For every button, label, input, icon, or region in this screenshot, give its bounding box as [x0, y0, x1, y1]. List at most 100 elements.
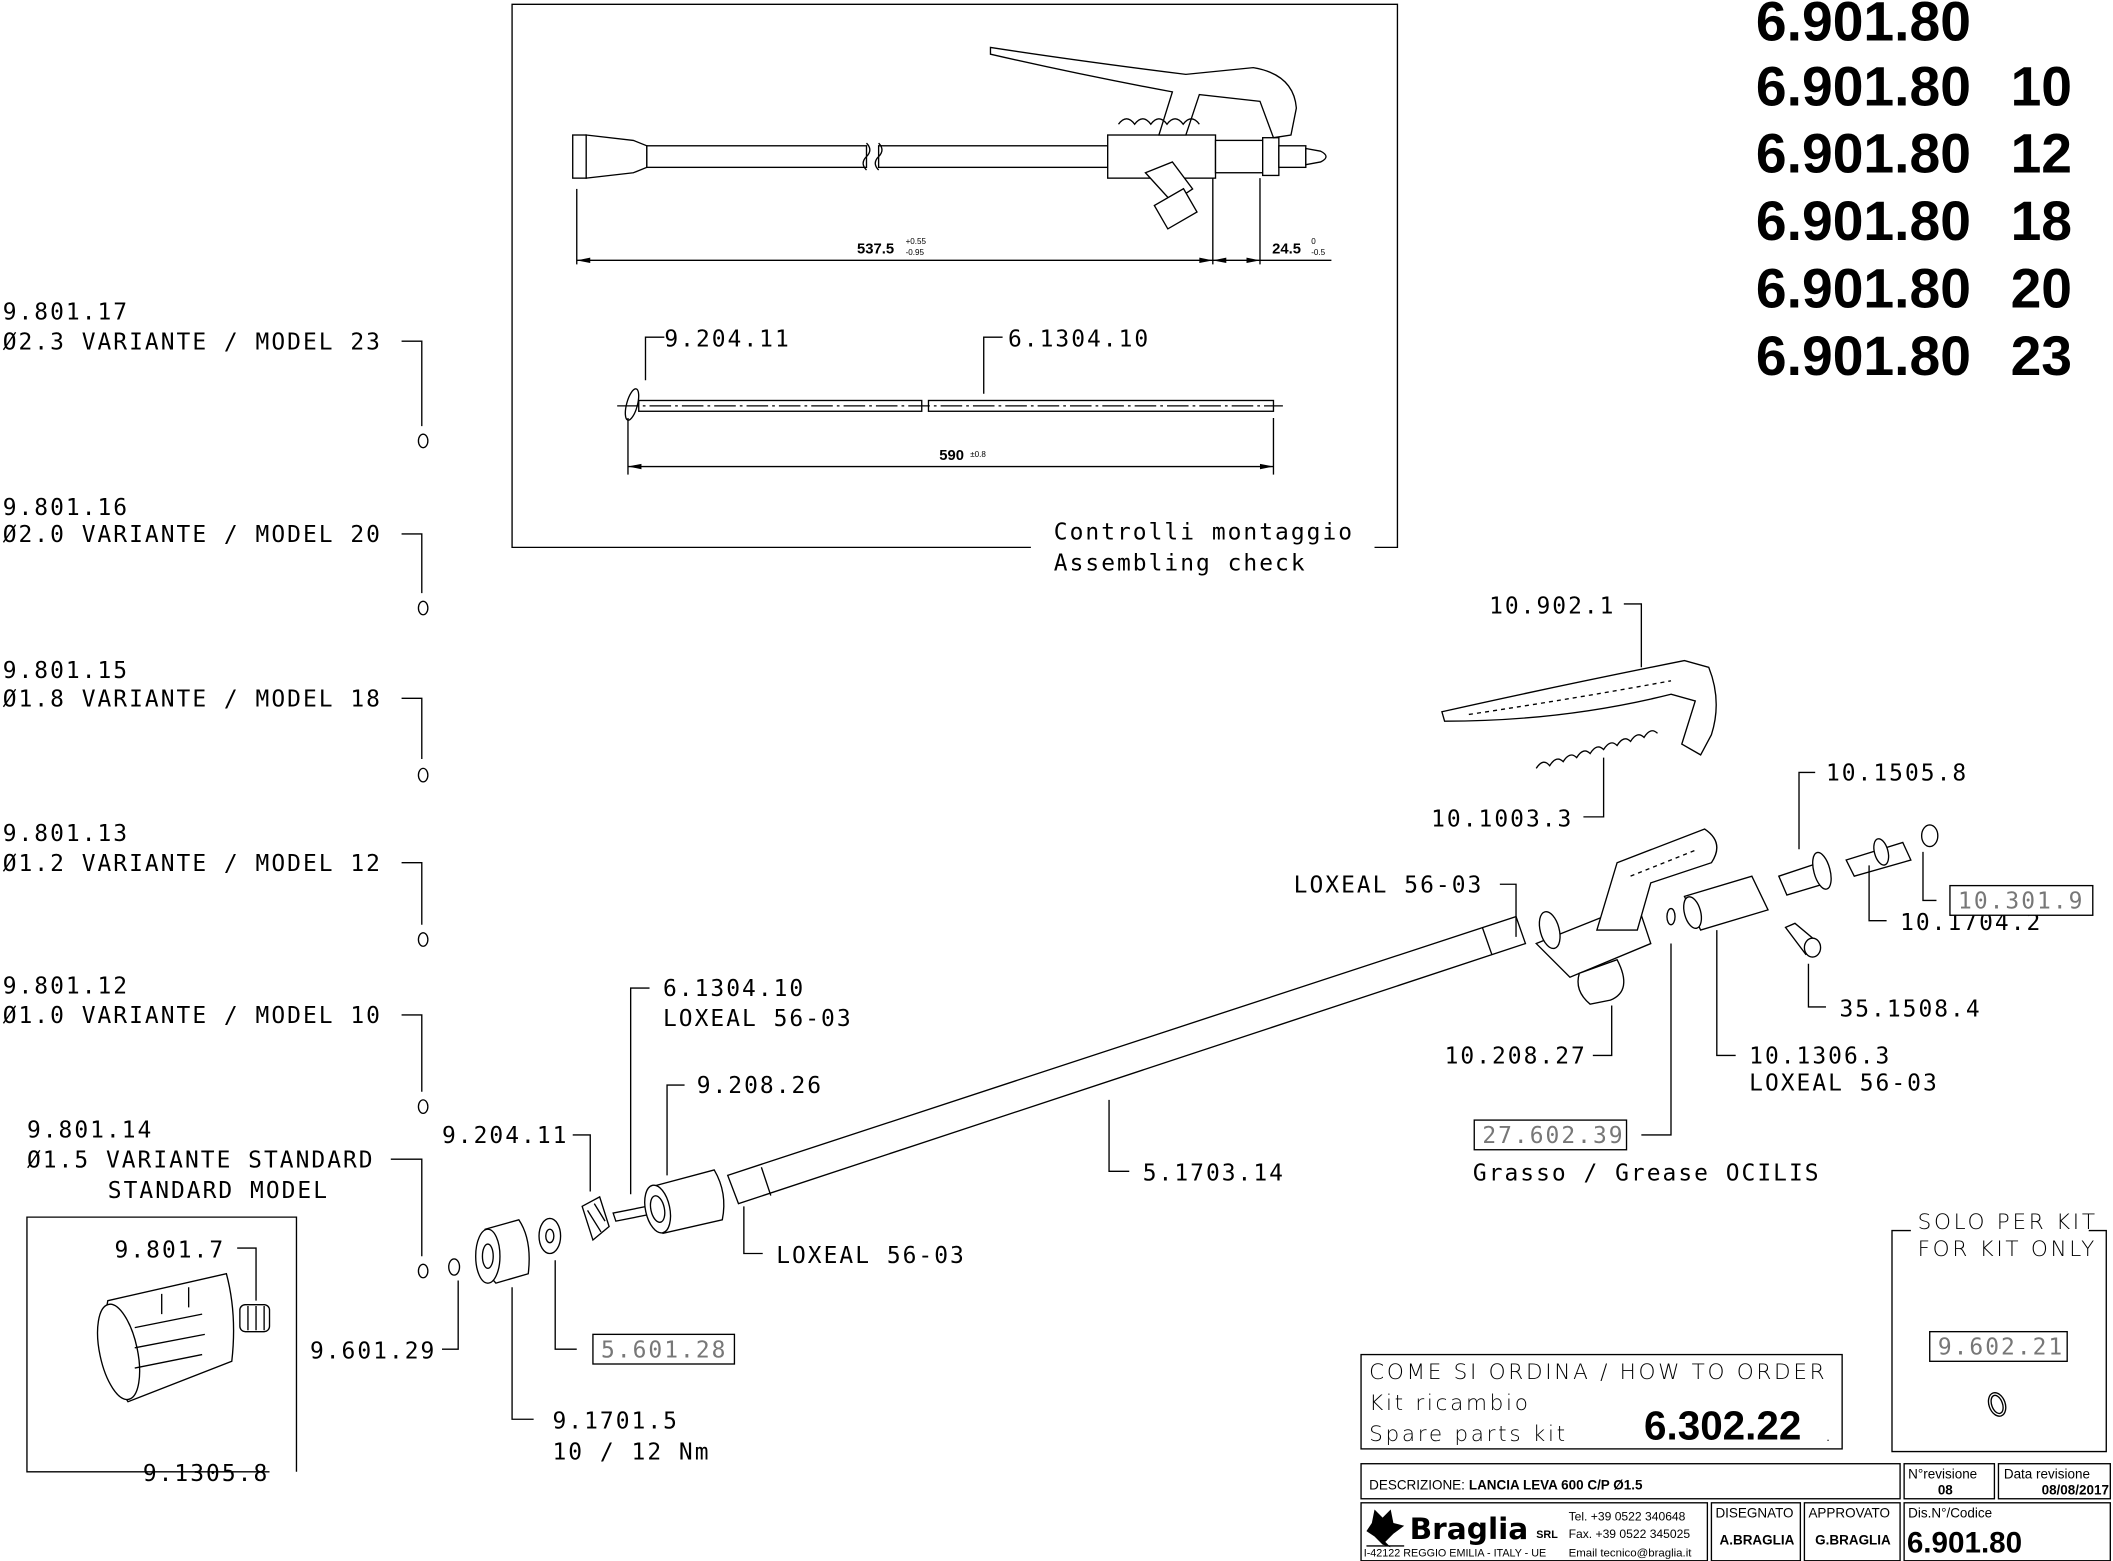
- revision-date-value: 08/08/2017: [2042, 1483, 2109, 1498]
- label-9-1701-5: 9.1701.5: [553, 1409, 679, 1435]
- how-to-order-line2: Spare parts kit: [1369, 1422, 1568, 1447]
- model-suffix: 23: [2011, 325, 2072, 387]
- variant-code: 9.801.17: [3, 300, 129, 326]
- variant-desc: Ø1.2 VARIANTE / MODEL 12: [3, 851, 382, 877]
- company-address: I-42122 REGGIO EMILIA - ITALY - UE: [1364, 1548, 1546, 1560]
- revision-date-label: Data revisione: [2004, 1467, 2090, 1482]
- variant-desc: Ø1.0 VARIANTE / MODEL 10: [3, 1003, 382, 1029]
- label-5-601-28: 5.601.28: [601, 1337, 727, 1363]
- model-code: 6.901.80: [1756, 123, 1971, 185]
- assembling-check-panel: Controlli montaggio Assembling check 537…: [511, 3, 1399, 576]
- handle-assembly: 10.902.1 10.1003.3 LOXEAL 56-03 10.208.2…: [1294, 593, 1718, 1069]
- variant-code: 9.801.15: [3, 658, 129, 684]
- label-9-208-26: 9.208.26: [697, 1073, 823, 1099]
- variant-code: 9.801.13: [3, 821, 129, 847]
- company-email: Email tecnico@braglia.it: [1569, 1548, 1693, 1560]
- company-name: Braglia: [1410, 1511, 1529, 1546]
- variant-desc2: STANDARD MODEL: [108, 1178, 329, 1204]
- nozzle-washer-icon: [417, 600, 429, 616]
- kit-only-title-2: FOR KIT ONLY: [1918, 1237, 2097, 1262]
- label-6-1304-10: 6.1304.10: [663, 976, 805, 1002]
- label-loxeal-2: LOXEAL 56-03: [776, 1243, 966, 1269]
- variant-code: 9.801.14: [27, 1118, 153, 1144]
- label-9-204-11: 9.204.11: [442, 1123, 568, 1149]
- label-9-1305-8: 9.1305.8: [143, 1461, 269, 1487]
- dim-lance-value: 537.5: [857, 242, 894, 258]
- model-code: 6.901.80: [1756, 0, 1971, 53]
- variant-desc: Ø1.5 VARIANTE STANDARD: [27, 1147, 375, 1173]
- dim-lance-tol-plus: +0.55: [906, 237, 927, 246]
- approved-by-value: G.BRAGLIA: [1815, 1533, 1891, 1548]
- kit-only-panel: SOLO PER KIT FOR KIT ONLY 9.602.21: [1891, 1210, 2107, 1453]
- assembled-lance-drawing: 537.5 +0.55 -0.95 24.5 0 -0.5: [572, 46, 1332, 265]
- how-to-order-title: COME SI ORDINA / HOW TO ORDER: [1369, 1360, 1827, 1385]
- how-to-order-panel: COME SI ORDINA / HOW TO ORDER Kit ricamb…: [1360, 1353, 1843, 1450]
- o-ring-icon: [1987, 1392, 2007, 1417]
- lance-tube: LOXEAL 56-03 5.1703.14: [726, 915, 1527, 1269]
- label-grease: Grasso / Grease OCILIS: [1473, 1161, 1821, 1187]
- nozzle-washer-icon: [417, 767, 429, 783]
- label-10-301-9: 10.301.9: [1958, 889, 2084, 915]
- drawing-code-label: Dis.N°/Codice: [1908, 1506, 1992, 1521]
- label-27-602-39: 27.602.39: [1482, 1123, 1624, 1149]
- label-9-601-29: 9.601.29: [310, 1339, 436, 1365]
- model-code: 6.901.80: [1756, 325, 1971, 387]
- nozzle-washer-icon: [417, 1099, 429, 1115]
- variant-code: 9.801.12: [3, 973, 129, 999]
- nozzle-variants: 9.801.17 Ø2.3 VARIANTE / MODEL 23 9.801.…: [3, 300, 429, 1279]
- label-9-801-7: 9.801.7: [115, 1238, 226, 1264]
- dim-rod-value: 590: [939, 448, 964, 464]
- company-fax: Fax. +39 0522 345025: [1569, 1527, 1691, 1541]
- company-suffix: SRL: [1536, 1529, 1558, 1541]
- label-loxeal-1: LOXEAL 56-03: [663, 1006, 853, 1032]
- label-5-1703-14: 5.1703.14: [1143, 1161, 1285, 1187]
- assembling-check-title-it: Controlli montaggio: [1054, 519, 1354, 545]
- rod-label-rod: 6.1304.10: [1008, 327, 1150, 353]
- variant-desc: Ø2.3 VARIANTE / MODEL 23: [3, 329, 382, 355]
- label-loxeal-4: LOXEAL 56-03: [1749, 1070, 1939, 1096]
- model-code: 6.901.80: [1756, 190, 1971, 252]
- dim-tip-tol-plus: 0: [1311, 237, 1316, 246]
- nozzle-washer-icon: [417, 433, 429, 449]
- kit-only-title-1: SOLO PER KIT: [1918, 1210, 2098, 1235]
- model-code: 6.901.80: [1756, 258, 1971, 320]
- lance-front-parts: 9.601.29 9.1701.5 10 / 12 Nm 5.601.28 9.…: [310, 976, 853, 1466]
- variant-desc: Ø1.8 VARIANTE / MODEL 18: [3, 686, 382, 712]
- how-to-order-line1: Kit ricambio: [1369, 1391, 1531, 1416]
- drawn-by-value: A.BRAGLIA: [1720, 1533, 1795, 1548]
- model-code-list: 6.901.80 6.901.80 10 6.901.80 12 6.901.8…: [1756, 0, 2072, 387]
- label-10-1505-8: 10.1505.8: [1826, 760, 1968, 786]
- dim-rod-tol: ±0.8: [970, 450, 986, 459]
- model-suffix: 20: [2011, 258, 2072, 320]
- revision-label: N°revisione: [1908, 1467, 1977, 1482]
- model-code: 6.901.80: [1756, 55, 1971, 117]
- dim-tip-value: 24.5: [1272, 242, 1301, 258]
- label-loxeal-3: LOXEAL 56-03: [1294, 872, 1484, 898]
- description-value: LANCIA LEVA 600 C/P Ø1.5: [1469, 1477, 1643, 1492]
- kit-code-dot: .: [1825, 1422, 1835, 1447]
- approved-by-label: APPROVATO: [1808, 1506, 1890, 1521]
- model-suffix: 10: [2011, 55, 2072, 117]
- label-10-208-27: 10.208.27: [1445, 1043, 1587, 1069]
- drawing-code-value: 6.901.80: [1907, 1527, 2022, 1560]
- variant-code: 9.801.16: [3, 495, 129, 521]
- rod-check-drawing: 9.204.11 6.1304.10 590 ±0.8: [617, 327, 1283, 475]
- model-suffix: 18: [2011, 190, 2072, 252]
- rod-label-disc: 9.204.11: [664, 327, 790, 353]
- assembling-check-title-en: Assembling check: [1054, 550, 1307, 576]
- drawn-by-label: DISEGNATO: [1715, 1506, 1793, 1521]
- nozzle-washer-icon: [417, 1263, 429, 1279]
- company-tel: Tel. +39 0522 340648: [1569, 1509, 1686, 1523]
- rear-parts: 27.602.39 Grasso / Grease OCILIS 10.1306…: [1473, 760, 2094, 1187]
- label-10-1306-3: 10.1306.3: [1749, 1043, 1891, 1069]
- label-torque: 10 / 12 Nm: [553, 1440, 711, 1466]
- braglia-logo-leaf-icon: [1366, 1509, 1405, 1548]
- label-35-1508-4: 35.1508.4: [1839, 996, 1981, 1022]
- variant-desc: Ø2.0 VARIANTE / MODEL 20: [3, 522, 382, 548]
- nozzle-washer-icon: [417, 932, 429, 947]
- description-label: DESCRIZIONE:: [1369, 1477, 1465, 1492]
- dim-lance-tol-minus: -0.95: [906, 248, 925, 257]
- model-suffix: 12: [2011, 123, 2072, 185]
- title-block: DESCRIZIONE: LANCIA LEVA 600 C/P Ø1.5 N°…: [1360, 1463, 2111, 1561]
